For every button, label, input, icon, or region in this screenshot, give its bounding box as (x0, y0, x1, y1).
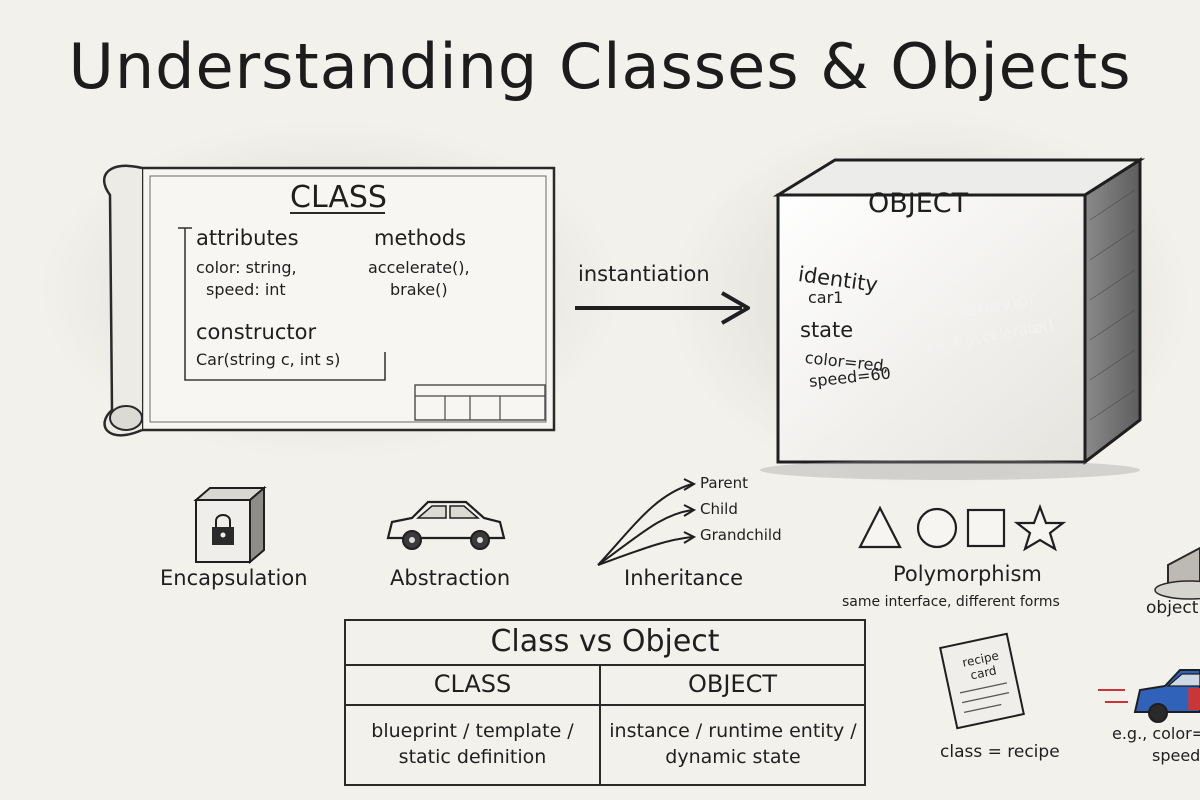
encapsulation-label: Encapsulation (160, 566, 308, 590)
encapsulation-box-icon (193, 485, 267, 565)
inheritance-tree-grandchild: Grandchild (700, 526, 782, 544)
recipe-card-icon (939, 632, 1025, 730)
square-shape-icon (966, 508, 1006, 548)
methods-line-2: brake() (390, 280, 448, 299)
table-header-class: CLASS (433, 670, 512, 698)
attributes-line-2: speed: int (206, 280, 286, 299)
identity-value: car1 (808, 288, 844, 307)
table-title: Class vs Object (490, 624, 720, 659)
constructor-label: constructor (196, 320, 317, 344)
class-vs-object-table (344, 619, 866, 786)
triangle-shape-icon (858, 505, 902, 549)
object-partial-icon (1154, 546, 1200, 600)
abstraction-car-icon (386, 500, 506, 550)
example-car-icon (1098, 669, 1200, 723)
polymorphism-label: Polymorphism (893, 562, 1042, 586)
class-heading: CLASS (290, 180, 387, 215)
inheritance-tree-parent: Parent (700, 474, 749, 492)
constructor-signature: Car(string c, int s) (196, 350, 341, 369)
star-shape-icon (1013, 503, 1067, 552)
recipe-caption: class = recipe (940, 742, 1060, 762)
state-label: state (800, 318, 854, 342)
abstraction-label: Abstraction (390, 566, 511, 590)
inheritance-label: Inheritance (624, 566, 744, 590)
object-cube (760, 157, 1146, 480)
example-line-2: speed (1152, 746, 1200, 765)
inheritance-tree-diagram (597, 478, 697, 566)
polymorphism-subtitle: same interface, different forms (842, 594, 1060, 610)
circle-shape-icon (916, 507, 958, 549)
table-cell-class: blueprint / template / static definition (371, 720, 574, 768)
table-cell-object: instance / runtime entity / dynamic stat… (609, 720, 857, 768)
attributes-label: attributes (196, 226, 299, 250)
object-partial-label: object (1146, 598, 1199, 618)
object-heading: OBJECT (868, 188, 969, 219)
methods-label: methods (374, 226, 467, 250)
polymorphism-shapes (858, 503, 1067, 552)
class-blueprint-scroll (103, 164, 556, 437)
page-title: Understanding Classes & Objects (68, 30, 1132, 103)
instantiation-label: instantiation (578, 262, 710, 286)
example-line-1: e.g., color= (1112, 724, 1200, 743)
attributes-line-1: color: string, (196, 258, 297, 277)
methods-line-1: accelerate(), (368, 258, 470, 277)
inheritance-tree-child: Child (700, 500, 738, 518)
instantiation-arrow (575, 291, 750, 325)
table-header-object: OBJECT (687, 670, 777, 698)
